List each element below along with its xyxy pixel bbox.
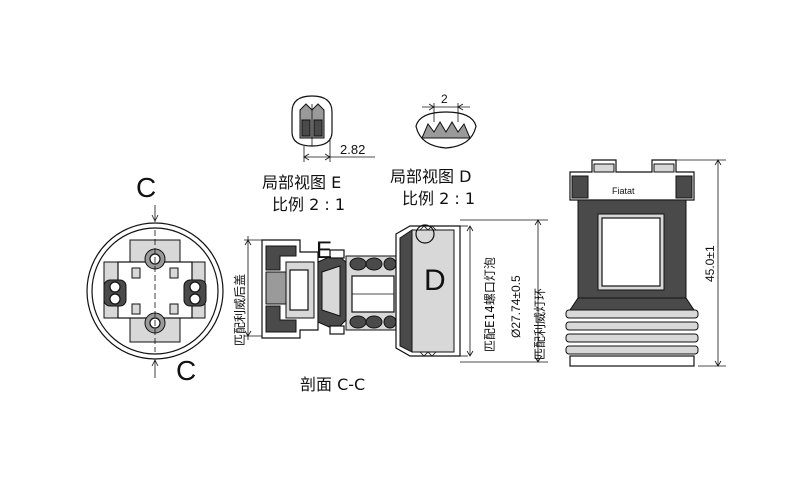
thread-rings — [565, 309, 699, 367]
e14-thread-label: 匹配E14螺口灯泡 — [483, 257, 497, 352]
detail-e-view: 2.82 局部视图 E 比例 2 : 1 — [262, 95, 375, 214]
side-view: Fiatat 45.0±1 — [565, 159, 726, 367]
front-view: C C — [86, 172, 224, 386]
ring-label: 匹配利威灯环 — [533, 288, 547, 360]
svg-text:Fiatat: Fiatat — [612, 186, 635, 196]
detail-e-dimension: 2.82 — [340, 142, 365, 157]
callout-d: D — [424, 264, 446, 297]
detail-d-scale: 比例 2 : 1 — [402, 189, 475, 208]
lamp-holder-label: 匹配利威后盖 — [233, 274, 247, 346]
section-view: 匹配利威后盖 E — [233, 219, 548, 394]
thread-teeth — [419, 225, 437, 357]
section-mark-bottom: C — [176, 355, 196, 386]
height-label: 45.0±1 — [703, 245, 717, 282]
spring-coils — [349, 257, 397, 329]
section-title: 剖面 C-C — [300, 375, 365, 394]
detail-e-scale: 比例 2 : 1 — [272, 195, 345, 214]
detail-d-title: 局部视图 D — [390, 167, 471, 186]
detail-d-view: 2 局部视图 D 比例 2 : 1 — [390, 92, 477, 208]
section-mark-top: C — [136, 172, 156, 203]
diameter-label: Ø27.74±0.5 — [509, 275, 523, 338]
detail-e-title: 局部视图 E — [262, 173, 341, 192]
detail-d-dimension: 2 — [441, 92, 448, 106]
callout-e: E — [316, 237, 332, 264]
